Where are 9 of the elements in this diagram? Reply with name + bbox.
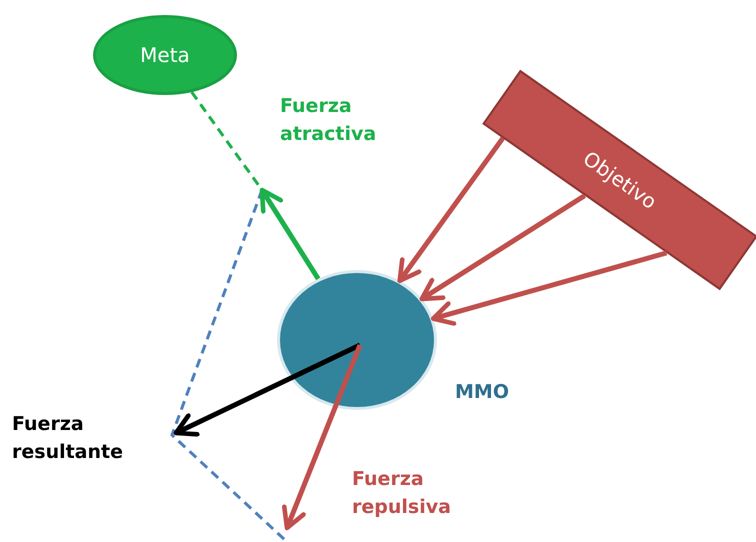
force-label: Fuerza repulsiva (352, 467, 452, 520)
force-label: Fuerza atractiva (280, 94, 378, 147)
force-label: Fuerza resultante (12, 412, 124, 465)
arrow (397, 136, 505, 284)
arrow (420, 193, 586, 302)
arrow (430, 250, 668, 326)
arrow (260, 188, 320, 280)
node-label: Meta (140, 43, 190, 67)
node-caption: MMO (455, 380, 509, 405)
